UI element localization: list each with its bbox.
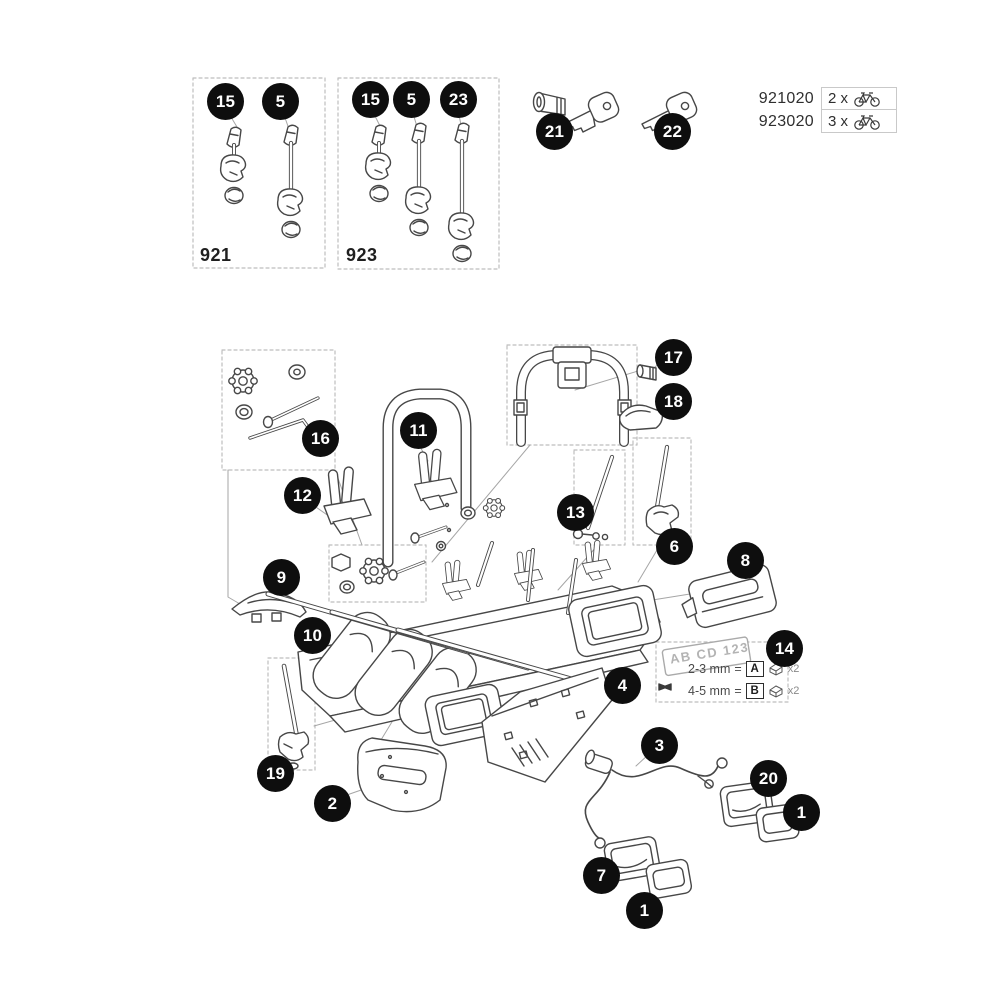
part-callout[interactable]: 17: [655, 339, 692, 376]
part-callout[interactable]: 15: [352, 81, 389, 118]
kit-923-parts: [366, 123, 474, 261]
part-number: 921020: [758, 89, 814, 107]
lock-barrel-part-17: [636, 364, 657, 381]
plate-thickness-row: 2-3 mm = A x2: [688, 661, 799, 677]
hardware-box-16-frame: [221, 349, 336, 471]
knob-box-parts: [331, 553, 426, 594]
part-callout[interactable]: 22: [654, 113, 691, 150]
holder-arms: [265, 591, 599, 689]
clip-quantity: x2: [787, 663, 800, 675]
part-callout[interactable]: 1: [783, 794, 820, 831]
frame-clamp-extra-long: [449, 123, 474, 261]
bike-icon: [854, 114, 880, 130]
tilt-lever-part-19: [277, 663, 310, 770]
part-callout[interactable]: 16: [302, 420, 339, 457]
part-callout[interactable]: 4: [604, 667, 641, 704]
frame-clamp-short: [221, 127, 246, 203]
part-callout[interactable]: 19: [257, 755, 294, 792]
star-knob: [228, 367, 258, 395]
bike-quantity: 2 x: [828, 90, 849, 107]
part-callout[interactable]: 12: [284, 477, 321, 514]
capacity-table: 921020 2 x 923020 3 x: [752, 87, 897, 133]
part-callout[interactable]: 15: [207, 83, 244, 120]
bow-hardware: [410, 497, 506, 552]
capacity-cell: 2 x: [821, 87, 897, 110]
wheel-trays-part-10: [312, 611, 477, 734]
handle-box-17-18-frame: [506, 344, 638, 446]
kit-box-label-923: 923: [346, 245, 378, 265]
capacity-cell: 3 x: [821, 109, 897, 133]
bracket-part-18: [619, 404, 664, 431]
lens-part-1-left: [645, 858, 693, 899]
capacity-row: 923020 3 x: [752, 109, 897, 133]
equals-sign: =: [734, 662, 742, 676]
clip-letter: B: [745, 683, 764, 699]
equals-sign: =: [734, 684, 742, 698]
screw-for-lamp-20: [697, 775, 714, 789]
plate-thickness-row: 4-5 mm = B x2: [688, 683, 799, 699]
right-lamp-pocket: [568, 584, 662, 658]
part-callout[interactable]: 11: [400, 412, 437, 449]
part-callout[interactable]: 10: [294, 617, 331, 654]
capacity-row: 921020 2 x: [752, 87, 897, 110]
clip-letter: A: [745, 661, 764, 677]
part-callout[interactable]: 13: [557, 494, 594, 531]
part-callout[interactable]: 8: [727, 542, 764, 579]
part-callout[interactable]: 23: [440, 81, 477, 118]
clip-icon: [769, 684, 783, 698]
kit-box-921-frame: [192, 77, 326, 269]
part-callout[interactable]: 1: [626, 892, 663, 929]
lamp-housing-part-8: [681, 564, 777, 629]
part-callout[interactable]: 9: [263, 559, 300, 596]
key-part-21: [563, 89, 622, 133]
thickness-range: 2-3 mm: [688, 662, 731, 676]
foot-part-2: [357, 737, 447, 813]
part-callout[interactable]: 18: [655, 383, 692, 420]
part-callout[interactable]: 20: [750, 760, 787, 797]
kit-box-label-921: 921: [200, 245, 232, 265]
part-callout[interactable]: 14: [766, 630, 803, 667]
cable-harness-part-3: [584, 749, 728, 849]
handle-bar-assembly: [513, 346, 632, 447]
thickness-range: 4-5 mm: [688, 684, 731, 698]
frame-clamp-short: [366, 125, 391, 201]
u-bow-part-11: [382, 388, 472, 568]
frame-holder-on-bow: [413, 448, 458, 511]
part-number: 923020: [758, 112, 814, 130]
part-callout[interactable]: 21: [536, 113, 573, 150]
part-callout[interactable]: 3: [641, 727, 678, 764]
kit-921-parts: [221, 125, 303, 237]
part-callout[interactable]: 7: [583, 857, 620, 894]
license-plate-part-14: [658, 636, 752, 691]
clip-quantity: x2: [787, 685, 800, 697]
part-callout[interactable]: 6: [656, 528, 693, 565]
part-callout[interactable]: 2: [314, 785, 351, 822]
frame-holder-part-12: [323, 466, 372, 535]
frame-clamp-long: [278, 125, 303, 237]
kit-box-923-frame: [337, 77, 500, 270]
bike-icon: [854, 92, 880, 107]
bike-quantity: 3 x: [828, 112, 849, 130]
frame-clamp-long: [406, 123, 431, 235]
part-callout[interactable]: 5: [393, 81, 430, 118]
knob-box-frame: [328, 544, 427, 603]
part-callout[interactable]: 5: [262, 83, 299, 120]
lock-cylinder-part-21: [532, 91, 566, 116]
frame-cradles: [441, 539, 612, 615]
